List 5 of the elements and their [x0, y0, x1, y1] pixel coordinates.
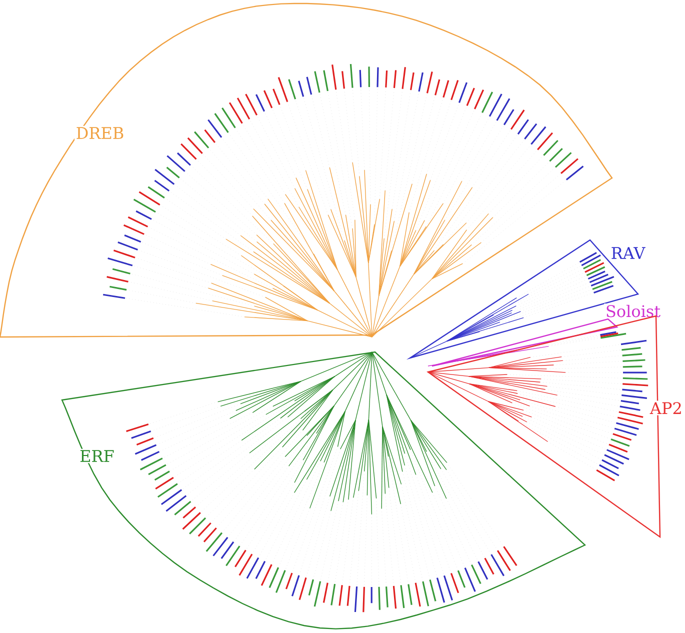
clade-label: RAV: [610, 246, 647, 260]
clade-label: DREB: [74, 126, 126, 140]
clade-label: Soloist: [604, 303, 662, 319]
clade-label: ERF: [78, 448, 116, 464]
clade-label: AP2: [648, 400, 684, 416]
